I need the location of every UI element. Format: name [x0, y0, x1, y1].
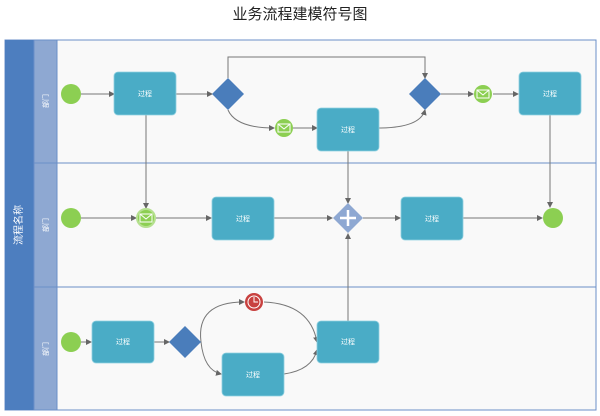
task-box[interactable]: 过程 [211, 196, 275, 241]
task-box[interactable]: 过程 [316, 107, 380, 152]
diagram-title: 业务流程建模符号图 [232, 5, 367, 23]
task-label: 过程 [246, 370, 260, 379]
task-box[interactable]: 过程 [518, 71, 582, 116]
task-label: 过程 [138, 89, 152, 98]
message-event-icon[interactable] [136, 208, 156, 228]
end-event[interactable] [543, 208, 563, 228]
connectors [81, 56, 553, 376]
pool-name: 流程名称 [12, 205, 25, 245]
task-box[interactable]: 过程 [91, 320, 155, 364]
task-box[interactable]: 过程 [316, 320, 380, 364]
task-label: 过程 [341, 125, 355, 134]
message-event-icon[interactable] [275, 119, 293, 137]
exclusive-gateway[interactable] [409, 78, 441, 110]
parallel-gateway-icon[interactable] [333, 203, 363, 233]
task-label: 过程 [543, 89, 557, 98]
task-box[interactable]: 过程 [221, 352, 285, 397]
task-label: 过程 [425, 214, 439, 223]
task-label: 过程 [236, 214, 250, 223]
start-event[interactable] [61, 84, 81, 104]
lane-label: 部门 [41, 218, 50, 232]
timer-event-icon[interactable] [245, 293, 263, 311]
message-event-icon[interactable] [474, 85, 492, 103]
lane-label: 部门 [41, 94, 50, 108]
exclusive-gateway[interactable] [169, 326, 201, 358]
start-event[interactable] [61, 208, 81, 228]
task-box[interactable]: 过程 [113, 71, 177, 116]
start-event[interactable] [61, 332, 81, 352]
pool-header [5, 40, 34, 410]
task-label: 过程 [116, 337, 130, 346]
lane-label: 部门 [41, 342, 50, 356]
exclusive-gateway[interactable] [212, 78, 244, 110]
task-box[interactable]: 过程 [400, 196, 464, 241]
task-label: 过程 [341, 337, 355, 346]
